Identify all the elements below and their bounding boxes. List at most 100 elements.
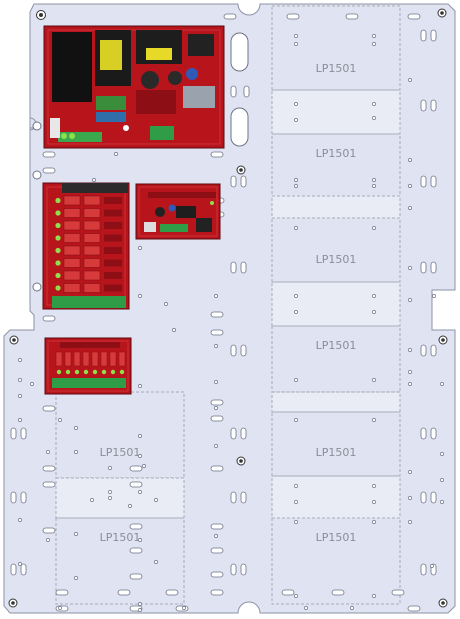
- slot: [420, 427, 427, 440]
- slot: [420, 175, 427, 188]
- hole: [214, 534, 218, 538]
- hole: [294, 500, 298, 504]
- slot: [223, 13, 237, 20]
- left-edge-hole-2: [32, 170, 42, 180]
- hole: [372, 520, 376, 524]
- screw-icon: [36, 10, 46, 20]
- led-icon: [65, 369, 71, 375]
- hole: [294, 418, 298, 422]
- slot: [345, 13, 359, 20]
- module-slot-right-6: [271, 517, 401, 605]
- led-icon: [56, 369, 62, 375]
- hole: [372, 102, 376, 106]
- led-icon: [92, 369, 98, 375]
- relay-driver: [104, 272, 122, 279]
- relay-driver: [104, 222, 122, 229]
- hole: [408, 348, 412, 352]
- slot: [420, 29, 427, 42]
- led-icon: [55, 285, 61, 291]
- hole: [74, 426, 78, 430]
- led-icon: [55, 222, 61, 229]
- screw-icon: [8, 598, 18, 608]
- hole: [18, 518, 22, 522]
- hole: [108, 496, 112, 500]
- slot: [240, 563, 247, 576]
- slot: [407, 605, 421, 612]
- slot: [331, 589, 345, 596]
- hole: [58, 606, 62, 610]
- hole: [46, 538, 50, 542]
- hole: [294, 594, 298, 598]
- slot: [210, 329, 224, 336]
- hole: [294, 484, 298, 488]
- hole: [30, 382, 34, 386]
- relay: [63, 258, 81, 268]
- hole: [108, 466, 112, 470]
- output-relay: [73, 351, 81, 367]
- hole: [408, 266, 412, 270]
- hole: [408, 520, 412, 524]
- led-icon: [119, 369, 125, 375]
- hole: [294, 310, 298, 314]
- slot: [117, 589, 131, 596]
- hole: [440, 382, 444, 386]
- slot: [420, 261, 427, 274]
- slot: [230, 563, 237, 576]
- hole: [164, 302, 168, 306]
- screw-icon: [236, 165, 246, 175]
- module-label: LP1501: [316, 62, 357, 75]
- hole: [408, 370, 412, 374]
- hole: [430, 564, 434, 568]
- hole: [408, 470, 412, 474]
- slot: [420, 491, 427, 504]
- relay-driver: [104, 284, 122, 292]
- slot: [430, 29, 437, 42]
- slot: [420, 344, 427, 357]
- hole: [294, 520, 298, 524]
- slot: [430, 175, 437, 188]
- hole: [372, 116, 376, 120]
- relay-driver: [104, 197, 122, 204]
- power-supply-pcb-icon: [43, 25, 225, 149]
- hole: [182, 606, 186, 610]
- hole: [18, 418, 22, 422]
- hole: [58, 418, 62, 422]
- hole: [294, 178, 298, 182]
- hole: [214, 444, 218, 448]
- hole: [408, 158, 412, 162]
- slot: [129, 573, 143, 580]
- slot: [42, 465, 56, 472]
- module-overlap-band: [271, 475, 401, 519]
- hole: [408, 184, 412, 188]
- hole: [138, 602, 142, 606]
- screw-icon: [9, 335, 19, 345]
- relay: [83, 283, 101, 293]
- slot: [210, 523, 224, 530]
- hole: [408, 298, 412, 302]
- slot: [129, 547, 143, 554]
- slot: [129, 481, 143, 488]
- slot: [240, 344, 247, 357]
- module-label: LP1501: [316, 147, 357, 160]
- module-label: LP1501: [316, 253, 357, 266]
- output-relay: [100, 351, 108, 367]
- hole: [108, 490, 112, 494]
- corner-screws: [8, 8, 448, 608]
- hole: [440, 478, 444, 482]
- slot: [430, 261, 437, 274]
- output-relay: [91, 351, 99, 367]
- mounting-plate: [3, 3, 456, 614]
- module-slot-left-bottom: [55, 517, 185, 605]
- hole: [372, 378, 376, 382]
- slot: [20, 427, 27, 440]
- slot: [165, 589, 179, 596]
- slot: [240, 261, 247, 274]
- relay: [83, 270, 101, 281]
- slot: [230, 344, 237, 357]
- slot: [175, 605, 189, 612]
- hole: [114, 152, 118, 156]
- module-slot-right-3: [271, 217, 401, 283]
- slot: [230, 491, 237, 504]
- hole: [128, 504, 132, 508]
- slot: [243, 85, 250, 98]
